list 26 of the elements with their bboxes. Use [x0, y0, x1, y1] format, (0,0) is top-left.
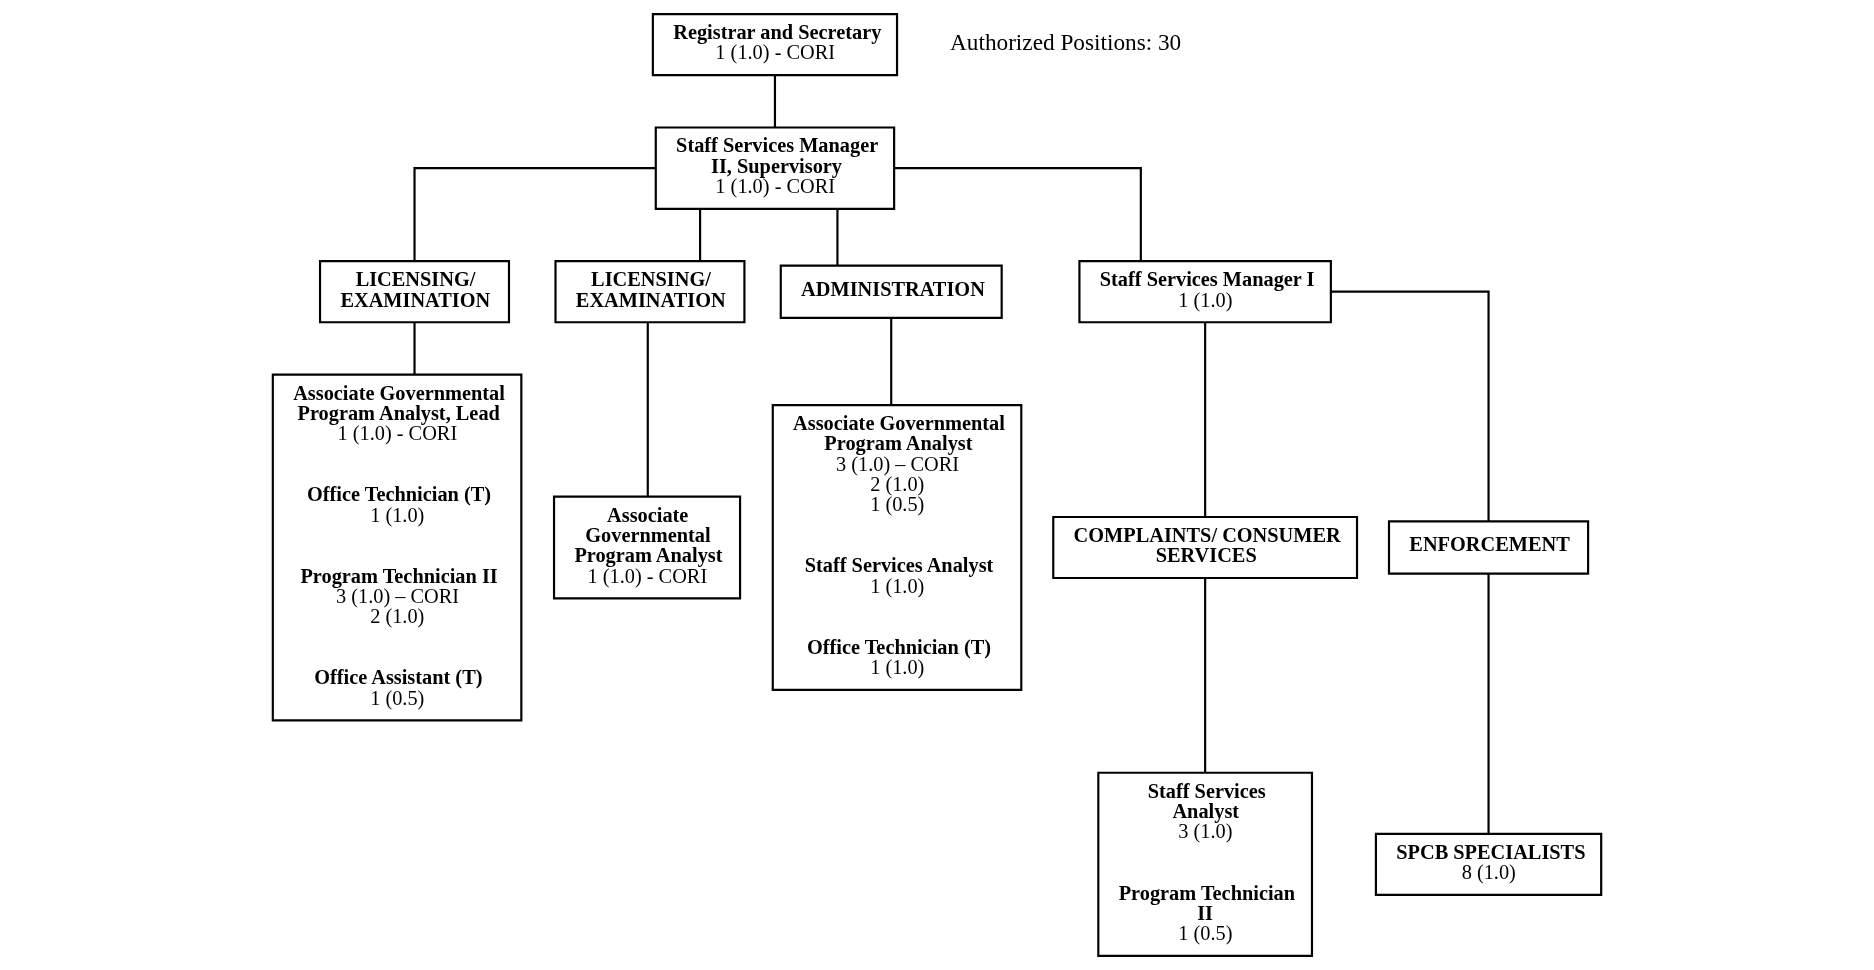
node-box: SPCB SPECIALISTS 8 (1.0) [1374, 832, 1603, 896]
node-box: Associate Governmental Program Analyst 3 (1.0) – CORI 2 (1.0) 1 (0.5) Staff Services Analyst 1 (1.0) Office Technician (T) 1 (1.0) [771, 404, 1023, 691]
node-box: ENFORCEMENT [1387, 520, 1590, 575]
connector [773, 75, 777, 128]
connector [894, 167, 1142, 262]
node-box: Associate Governmental Program Analyst 1 (1.0) - CORI [552, 495, 742, 600]
node-box: LICENSING/ EXAMINATION [554, 260, 746, 324]
node-box: Staff Services Manager II, Supervisory 1 (1.0) - CORI [654, 126, 896, 210]
connector [1487, 573, 1490, 834]
connector [699, 209, 702, 261]
connector [836, 209, 839, 266]
connector [1331, 290, 1490, 522]
node-box: Staff Services Manager I 1 (1.0) [1078, 260, 1332, 324]
node-box: LICENSING/ EXAMINATION [318, 260, 511, 324]
node-box: Registrar and Secretary 1 (1.0) - CORI [651, 13, 899, 77]
connector [890, 318, 893, 406]
connector [1204, 322, 1207, 517]
connector [413, 322, 416, 375]
node-box: COMPLAINTS/ CONSUMER SERVICES [1052, 515, 1359, 580]
label: Authorized Positions: 30 [950, 29, 1182, 56]
node-box: ADMINISTRATION [779, 264, 1003, 319]
node-box: Staff Services Analyst 3 (1.0) Program Technician II 1 (0.5) [1097, 771, 1314, 957]
connector [646, 322, 649, 497]
connector [1204, 578, 1207, 773]
node-box: Associate Governmental Program Analyst, Lead 1 (1.0) - CORI Office Technician (T) 1 (1.0) Program Technician II 3 (1.0) – CORI 2 (1.0) Office Assistant (T) 1 (0.5) [271, 373, 523, 722]
connector [413, 167, 656, 262]
